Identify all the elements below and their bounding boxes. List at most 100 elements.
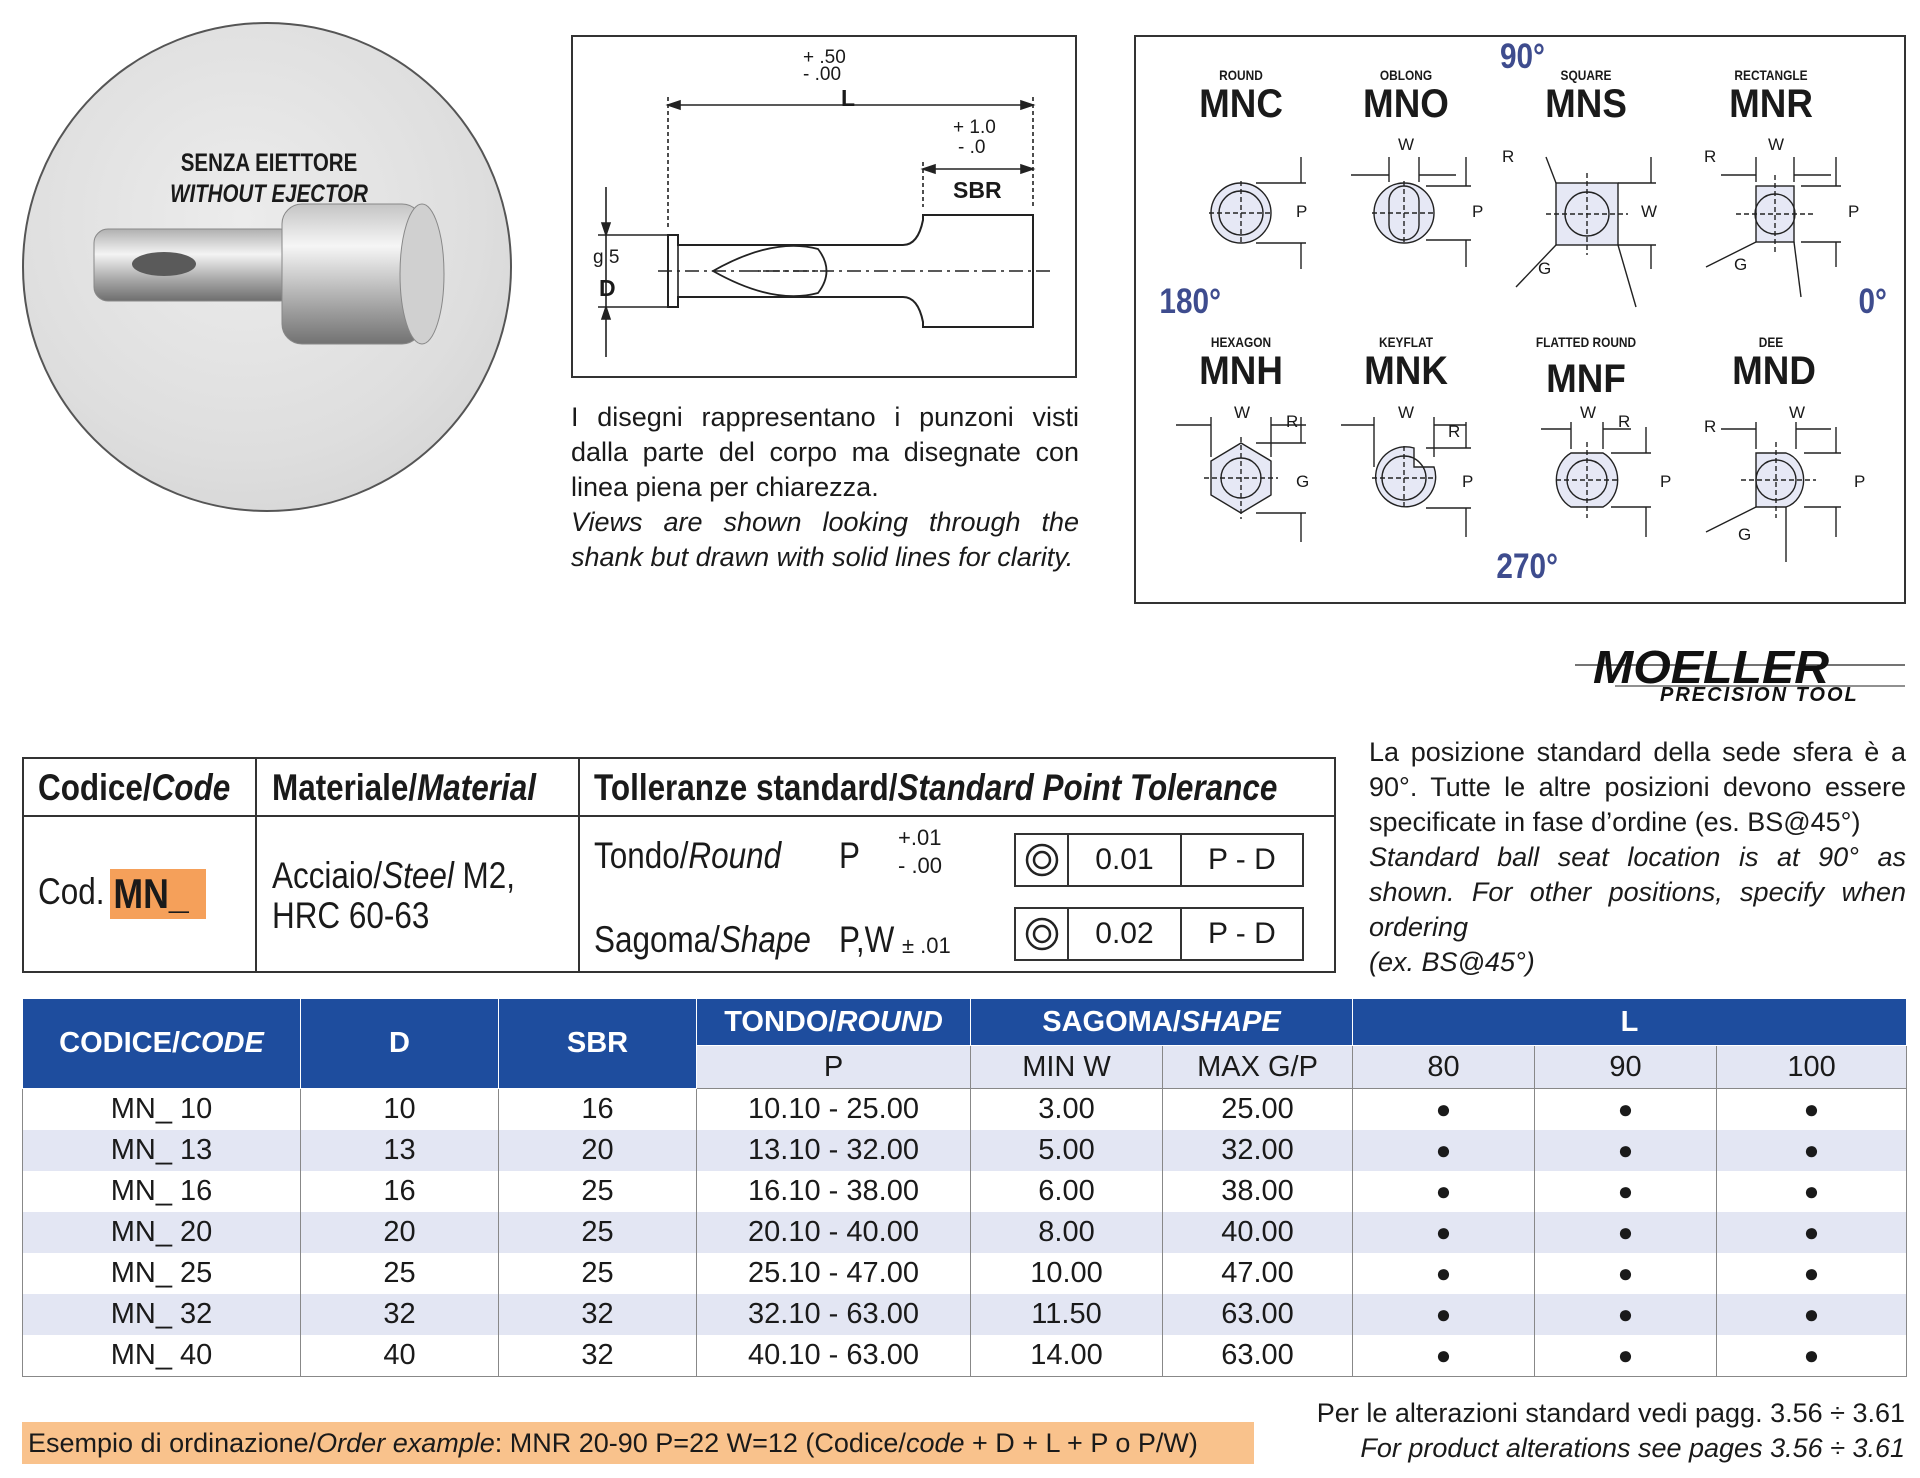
cell-minw: 5.00 <box>970 1130 1163 1171</box>
cell-minw: 10.00 <box>970 1253 1163 1294</box>
spec-shape-symbol: P,W <box>839 919 895 960</box>
shape-code-mnr: MNR <box>1729 82 1813 126</box>
cell-l80: ● <box>1352 1294 1536 1335</box>
cell-p: 10.10 - 25.00 <box>696 1088 971 1130</box>
shape-code-mnk: MNK <box>1364 349 1448 393</box>
spec-table: Codice/Code Materiale/Material Tolleranz… <box>22 757 1336 973</box>
subheader-l90: 90 <box>1534 1045 1718 1089</box>
shape-name-flatted-round: FLATTED ROUND <box>1535 334 1637 350</box>
shape-tolerance-box: 0.02 P - D <box>1014 907 1304 961</box>
note-en: Standard ball seat location is at 90° as… <box>1369 842 1906 942</box>
note-it: La posizione standard della sede sfera è… <box>1369 737 1906 837</box>
subheader-l80: 80 <box>1352 1045 1536 1089</box>
cell-sbr: 32 <box>498 1294 697 1335</box>
cell-p: 13.10 - 32.00 <box>696 1130 971 1171</box>
cell-l90: ● <box>1534 1335 1718 1377</box>
cell-l80: ● <box>1352 1088 1536 1130</box>
lbl-r-mnr: R <box>1704 147 1717 166</box>
tol-SBR-plus: + 1.0 <box>953 117 996 138</box>
cell-p: 20.10 - 40.00 <box>696 1212 971 1253</box>
cell-maxgp: 38.00 <box>1161 1171 1354 1212</box>
lbl-w-mnh: W <box>1234 403 1251 422</box>
tol-L-plus: + .50 <box>803 47 846 68</box>
cell-code: MN_ 13 <box>22 1130 301 1171</box>
cell-sbr: 20 <box>498 1130 697 1171</box>
tol-L-minus: - .00 <box>803 64 842 85</box>
subheader-l100: 100 <box>1716 1045 1908 1089</box>
lbl-p-mnr: P <box>1848 202 1860 221</box>
concentricity-icon <box>1016 909 1070 959</box>
drawing-description: I disegni rappresentano i punzoni visti … <box>571 400 1079 575</box>
cell-code: MN_ 20 <box>22 1212 301 1253</box>
lbl-w-mnf: W <box>1580 403 1597 422</box>
cell-d: 10 <box>300 1088 499 1130</box>
subheader-min-w: MIN W <box>970 1045 1163 1089</box>
cell-l100: ● <box>1716 1088 1908 1130</box>
angle-180: 180° <box>1159 282 1221 321</box>
tol-SBR-minus: - .0 <box>958 137 986 158</box>
logo-tagline: PRECISION TOOL <box>1660 684 1859 706</box>
round-tolerance-box: 0.01 P - D <box>1014 833 1304 887</box>
sketch-mnh <box>1176 417 1306 542</box>
shape-name-dee: DEE <box>1758 334 1784 350</box>
cell-l90: ● <box>1534 1294 1718 1335</box>
lbl-r-mnh: R <box>1286 412 1299 431</box>
shape-tol-value: 0.02 <box>1069 909 1182 959</box>
cell-sbr: 25 <box>498 1253 697 1294</box>
lbl-p-mnk: P <box>1462 472 1474 491</box>
angle-0: 0° <box>1858 282 1887 321</box>
col-header-sbr: SBR <box>498 998 697 1089</box>
cell-l100: ● <box>1716 1171 1908 1212</box>
punch-outline <box>598 97 1053 357</box>
cell-l90: ● <box>1534 1130 1718 1171</box>
cell-l80: ● <box>1352 1212 1536 1253</box>
cell-l100: ● <box>1716 1130 1908 1171</box>
spec-material-line1: Acciaio/Steel M2, <box>272 855 515 896</box>
shape-name-hexagon: HEXAGON <box>1210 334 1272 350</box>
lbl-w-mnk: W <box>1398 403 1415 422</box>
alterations-it: Per le alterazioni standard vedi pagg. 3… <box>1316 1398 1905 1428</box>
lbl-p-mnf: P <box>1660 472 1672 491</box>
lbl-g-mnr: G <box>1734 255 1748 274</box>
cell-code: MN_ 25 <box>22 1253 301 1294</box>
cell-d: 25 <box>300 1253 499 1294</box>
note-en-example: (ex. BS@45°) <box>1369 947 1535 977</box>
lbl-r-mnd: R <box>1704 417 1717 436</box>
spec-round-symbol: P <box>839 835 860 876</box>
cell-minw: 11.50 <box>970 1294 1163 1335</box>
round-tol-value: 0.01 <box>1069 835 1182 885</box>
sketch-mnc <box>1209 157 1306 269</box>
cell-l80: ● <box>1352 1171 1536 1212</box>
lbl-g-mnh: G <box>1296 472 1310 491</box>
alterations-en: For product alterations see pages 3.56 ÷… <box>1360 1433 1905 1463</box>
cell-p: 40.10 - 63.00 <box>696 1335 971 1377</box>
cell-d: 32 <box>300 1294 499 1335</box>
sketch-mnf <box>1541 422 1651 537</box>
dim-SBR-label: SBR <box>953 177 1002 203</box>
spec-round-tol-minus: - .00 <box>898 853 943 878</box>
cell-maxgp: 25.00 <box>1161 1088 1354 1130</box>
cell-maxgp: 32.00 <box>1161 1130 1354 1171</box>
shape-name-rectangle: RECTANGLE <box>1734 67 1808 83</box>
cell-l90: ● <box>1534 1212 1718 1253</box>
round-tol-ref: P - D <box>1207 843 1276 876</box>
cell-sbr: 25 <box>498 1171 697 1212</box>
product-photo: SENZA EIETTORE WITHOUT EJECTOR <box>22 22 512 512</box>
cell-code: MN_ 10 <box>22 1088 301 1130</box>
spec-header-tolerance: Tolleranze standard/Standard Point Toler… <box>594 767 1278 808</box>
lbl-w-mno: W <box>1398 135 1415 154</box>
photo-caption-it: SENZA EIETTORE <box>180 149 358 177</box>
punch-dimension-drawing: + .50 - .00 L + 1.0 - .0 SBR g 5 D <box>571 35 1077 378</box>
shape-code-mnd: MND <box>1732 349 1816 393</box>
cell-l100: ● <box>1716 1253 1908 1294</box>
col-header-round: TONDO/ROUND <box>696 998 971 1046</box>
ball-seat-note: La posizione standard della sede sfera è… <box>1369 735 1906 980</box>
moeller-logo: MOELLER PRECISION TOOL <box>1575 640 1905 710</box>
cell-sbr: 25 <box>498 1212 697 1253</box>
shape-sketches <box>1176 156 1841 562</box>
spec-cod-prefix: Cod. <box>38 871 105 912</box>
col-header-code: CODICE/CODE <box>22 998 301 1089</box>
